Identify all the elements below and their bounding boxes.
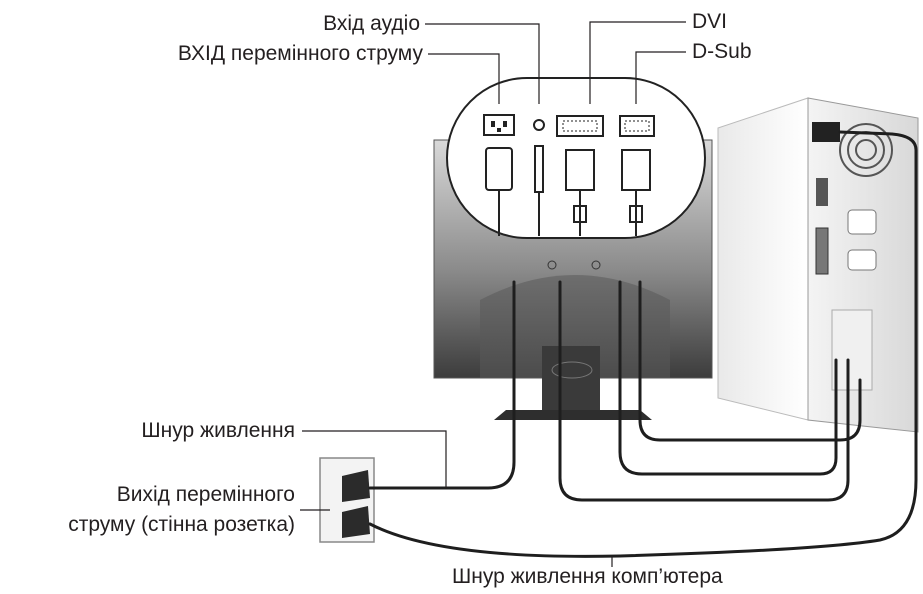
dsub-label: D-Sub [692,40,752,63]
pc-power-socket-icon [812,122,840,142]
dsub-cable [618,280,838,476]
tower-side [717,97,809,421]
ac-outlet-label-line1: Вихід перемінного [116,483,295,506]
monitor-stand-base [494,410,652,420]
outlet-plug-pc-icon [342,506,370,538]
audio-in-label: Вхід аудіо [323,12,420,35]
cables [368,130,918,558]
dvi-label: DVI [692,10,728,33]
power-cord-label: Шнур живлення [141,419,295,442]
audio-cable [638,280,862,442]
wall-outlet [319,457,375,543]
audio-plug-icon [534,145,544,193]
pc-power-cord-label: Шнур живлення комп’ютера [452,565,723,588]
power-cord-leader [302,430,447,488]
fan-icon [839,123,893,177]
dsub-plug-icon [621,149,651,191]
audio-jack-icon [533,119,545,131]
computer-tower [717,97,919,433]
monitor-power-cable [368,280,516,490]
pc-power-cable [368,130,918,558]
mount-hole-icon [547,260,557,270]
mount-hole-icon [591,260,601,270]
power-plug-icon [485,147,513,191]
dvi-leader [589,21,686,104]
ac-in-leader [428,53,500,104]
ac-in-label: ВХІД перемінного струму [177,42,423,65]
dvi-cable [558,280,850,502]
ac-in-port-icon [483,114,515,136]
stand-clip [551,361,593,379]
audio-in-leader [425,23,540,104]
ac-outlet-label-line2: струму (стінна розетка) [68,513,295,536]
outlet-plug-monitor-icon [342,470,370,502]
leader-lines [300,21,686,567]
monitor-stand-hump [480,275,670,378]
port-callout [446,77,706,239]
dvi-plug-icon [565,149,595,191]
dvi-port-icon [556,115,604,137]
dsub-leader [635,51,686,104]
